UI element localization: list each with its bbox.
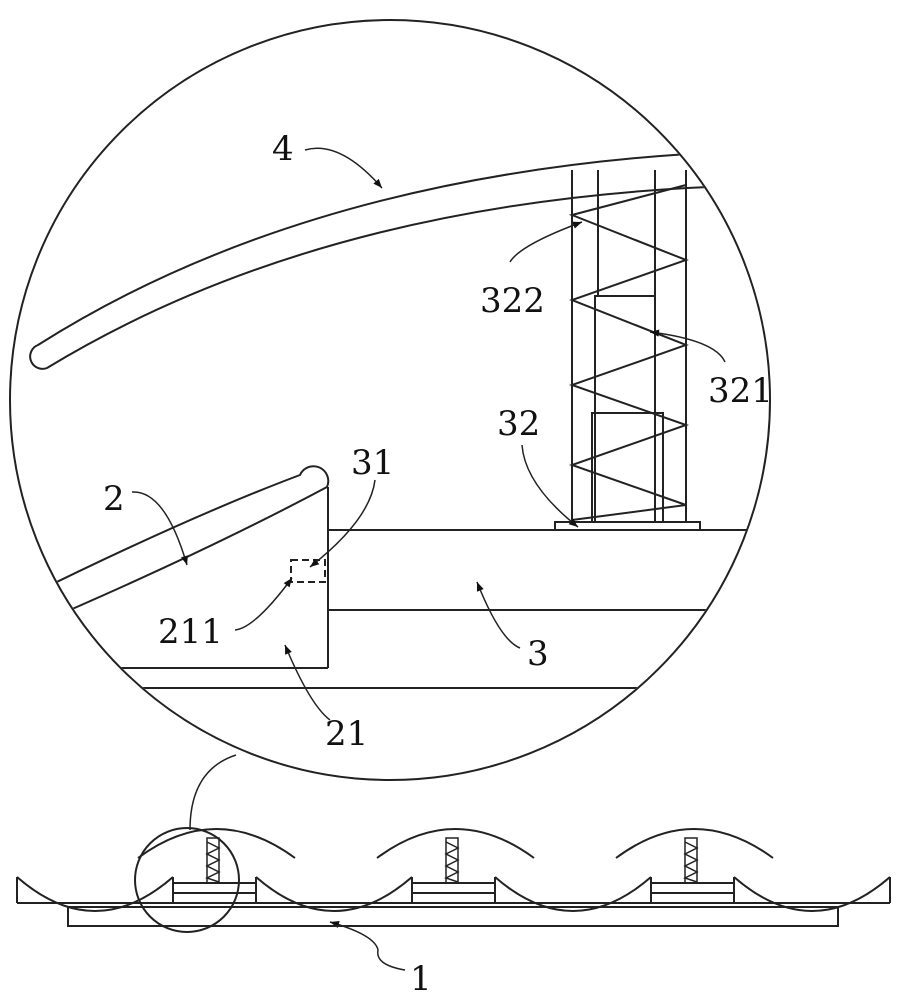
label-3: 3 bbox=[527, 634, 549, 674]
cover-arc-4 bbox=[30, 150, 780, 369]
label-31: 31 bbox=[351, 443, 394, 483]
overall-assembly bbox=[17, 828, 890, 932]
label-321: 321 bbox=[708, 371, 773, 411]
label-2: 2 bbox=[103, 479, 125, 519]
label-211: 211 bbox=[158, 612, 223, 652]
detail-marker-circle bbox=[135, 828, 239, 932]
label-1: 1 bbox=[410, 959, 432, 999]
base-1 bbox=[68, 907, 838, 926]
label-322: 322 bbox=[480, 281, 545, 321]
spring-322 bbox=[572, 185, 686, 520]
leaders bbox=[132, 148, 725, 970]
label-4: 4 bbox=[272, 129, 294, 169]
slot-211 bbox=[291, 560, 325, 582]
label-32: 32 bbox=[497, 404, 540, 444]
label-21: 21 bbox=[325, 714, 368, 754]
detail-contents bbox=[0, 150, 780, 688]
